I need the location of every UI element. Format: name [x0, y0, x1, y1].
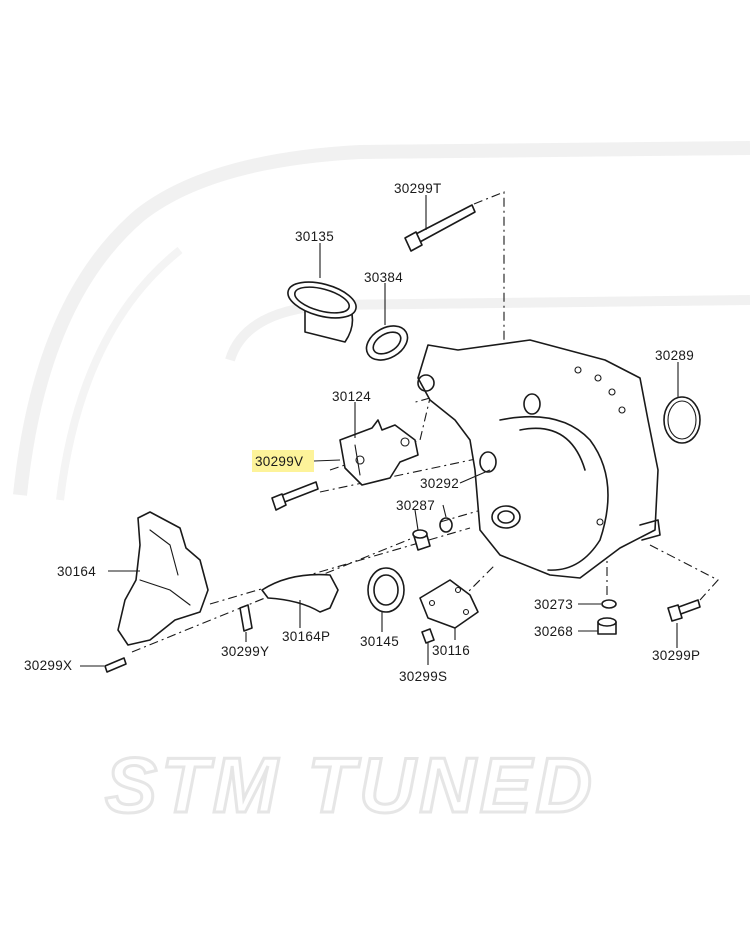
part-30164-heat-shield [117, 511, 209, 646]
part-30289-o-ring [663, 396, 701, 444]
label-30299V: 30299V [255, 454, 303, 469]
label-30299T: 30299T [394, 181, 442, 196]
part-30135-sleeve [287, 281, 357, 343]
part-30299X-bolt [104, 657, 127, 673]
label-30145: 30145 [360, 634, 399, 649]
watermark: STM TUNED [13, 141, 750, 831]
label-30289: 30289 [655, 348, 694, 363]
label-30273: 30273 [534, 597, 573, 612]
part-30116-cover-plate [419, 579, 479, 629]
watermark-logo: STM TUNED [104, 740, 596, 831]
label-30299Y: 30299Y [221, 644, 269, 659]
label-30135: 30135 [295, 229, 334, 244]
part-30299V-bolt [271, 481, 319, 511]
label-30268: 30268 [534, 624, 573, 639]
part-30287-plug [412, 529, 431, 551]
part-30299Y-bolt [239, 604, 253, 632]
part-30145-oil-seal [367, 567, 405, 613]
label-30116: 30116 [432, 643, 470, 658]
part-30124-bracket [339, 419, 419, 486]
label-30299S: 30299S [399, 669, 447, 684]
part-30384-oil-seal [365, 325, 409, 361]
label-30287: 30287 [396, 498, 435, 513]
transfer-case-housing [417, 339, 661, 579]
part-30164P-shield [261, 573, 339, 613]
label-30124: 30124 [332, 389, 371, 404]
part-30299T-bolt [404, 204, 476, 252]
highlight-30299V [252, 450, 314, 472]
part-30273-washer [601, 599, 617, 609]
part-labels: 30299T 30135 30384 30289 30124 30299V 30… [24, 181, 700, 684]
leader-lines [80, 195, 679, 667]
part-30268-plug [597, 617, 617, 635]
label-30384: 30384 [364, 270, 403, 285]
watermark-brand-text: STM TUNED [105, 741, 596, 829]
label-30299X: 30299X [24, 658, 72, 673]
label-30164: 30164 [57, 564, 96, 579]
label-30164P: 30164P [282, 629, 330, 644]
part-30292-washer [439, 517, 453, 533]
part-30299P-bolt [667, 599, 701, 622]
label-30292: 30292 [420, 476, 459, 491]
part-30299S-bolt [421, 628, 435, 644]
label-30299P: 30299P [652, 648, 700, 663]
